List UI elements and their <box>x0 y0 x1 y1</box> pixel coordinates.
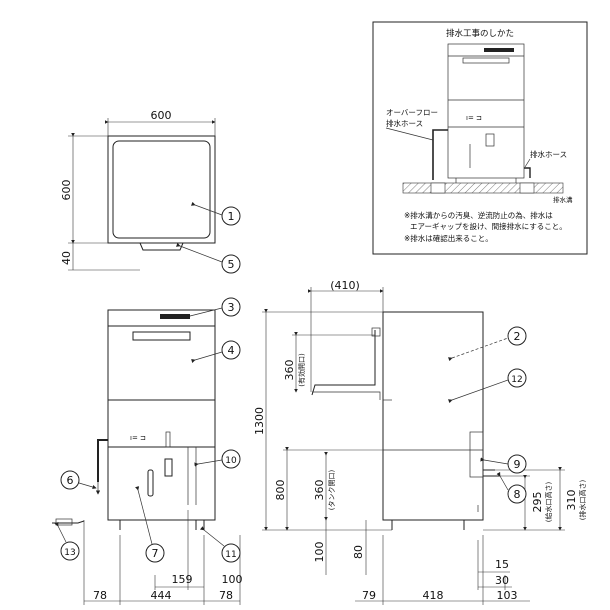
callout-4: 4 <box>228 344 235 357</box>
dim-height-lower: 800 <box>274 480 287 501</box>
inset-title: 排水工事のしかた <box>446 28 514 39</box>
dim-front-right: 78 <box>219 589 233 602</box>
inset-note-1b: エアーギャップを設け、間接排水にすること。 <box>410 221 567 231</box>
dim-supply-height: 295 <box>531 492 544 513</box>
front-handle <box>132 331 191 341</box>
dim-supply-height-note: (給水口高さ) <box>544 482 553 523</box>
front-outline <box>107 309 216 521</box>
callout-6: 6 <box>67 474 74 487</box>
dim-front-159: 159 <box>172 573 193 586</box>
drain-inset: 排水工事のしかた ı= ⊐ オーバーフロー 排水ホース 排水ホース 排水溝 ※排… <box>372 21 588 255</box>
dim-foot-min: 80 <box>352 545 365 559</box>
callout-8: 8 <box>514 488 521 501</box>
dim-tank-opening: 360 <box>313 480 326 501</box>
dim-height-total: 1300 <box>253 407 266 435</box>
inset-machine <box>447 43 525 179</box>
inset-overflow-hose-label: 排水ホース <box>386 118 423 128</box>
inset-frame <box>372 21 588 255</box>
callout-circle <box>221 206 241 226</box>
dim-top-width: 600 <box>151 109 172 122</box>
callout-3: 3 <box>228 301 235 314</box>
dim-drain-height: 310 <box>565 490 578 511</box>
callout-11: 11 <box>225 550 236 560</box>
dim-side-15: 15 <box>495 558 509 571</box>
callout-1: 1 <box>228 210 235 223</box>
inset-drain-ditch-label: 排水溝 <box>553 195 573 204</box>
dim-top-front: 40 <box>60 251 73 265</box>
dim-side-30: 30 <box>495 574 509 587</box>
callout-5: 5 <box>228 258 235 271</box>
top-view-lid <box>112 140 211 239</box>
inset-drain-hose-label: 排水ホース <box>530 149 567 159</box>
control-panel <box>160 314 190 319</box>
top-view: 600 600 40 1 5 <box>60 109 241 274</box>
dim-foot-height: 100 <box>313 542 326 563</box>
dim-side-418: 418 <box>423 589 444 602</box>
dim-top-depth: 600 <box>60 180 73 201</box>
callout-13: 13 <box>64 548 75 558</box>
dim-tank-opening-note: (タンク開口) <box>327 470 336 511</box>
callout-7: 7 <box>152 547 159 560</box>
dim-front-100: 100 <box>222 573 243 586</box>
inset-note-2: ※排水は確認出来ること。 <box>404 233 493 243</box>
svg-text:ı= ⊐: ı= ⊐ <box>466 114 482 122</box>
top-view-outline <box>107 135 216 244</box>
top-handle <box>139 242 184 251</box>
dim-side-depth-open: (410) <box>330 279 360 292</box>
side-view: 1300 800 360 (有効開口) 360 (タンク開口) 100 80 (… <box>253 279 587 605</box>
dim-front-left: 78 <box>93 589 107 602</box>
dim-front-mid: 444 <box>151 589 172 602</box>
callout-12: 12 <box>511 375 522 385</box>
callout-10: 10 <box>225 456 237 466</box>
dim-door-opening: 360 <box>283 360 296 381</box>
callout-2: 2 <box>514 330 521 343</box>
inset-note-1a: ※排水溝からの汚臭、逆流防止の為、排水は <box>404 210 553 220</box>
callout-9: 9 <box>514 458 521 471</box>
side-outline <box>382 311 484 521</box>
dim-door-opening-note: (有効開口) <box>297 353 306 387</box>
dim-drain-height-note: (排水口高さ) <box>578 480 587 521</box>
dim-side-103: 103 <box>497 589 518 602</box>
inset-overflow-label: オーバーフロー <box>386 108 438 117</box>
dim-side-79: 79 <box>362 589 376 602</box>
front-view: ı= ⊐ 3 4 10 6 7 11 13 <box>52 297 243 605</box>
svg-text:ı= ⊐: ı= ⊐ <box>130 434 146 442</box>
